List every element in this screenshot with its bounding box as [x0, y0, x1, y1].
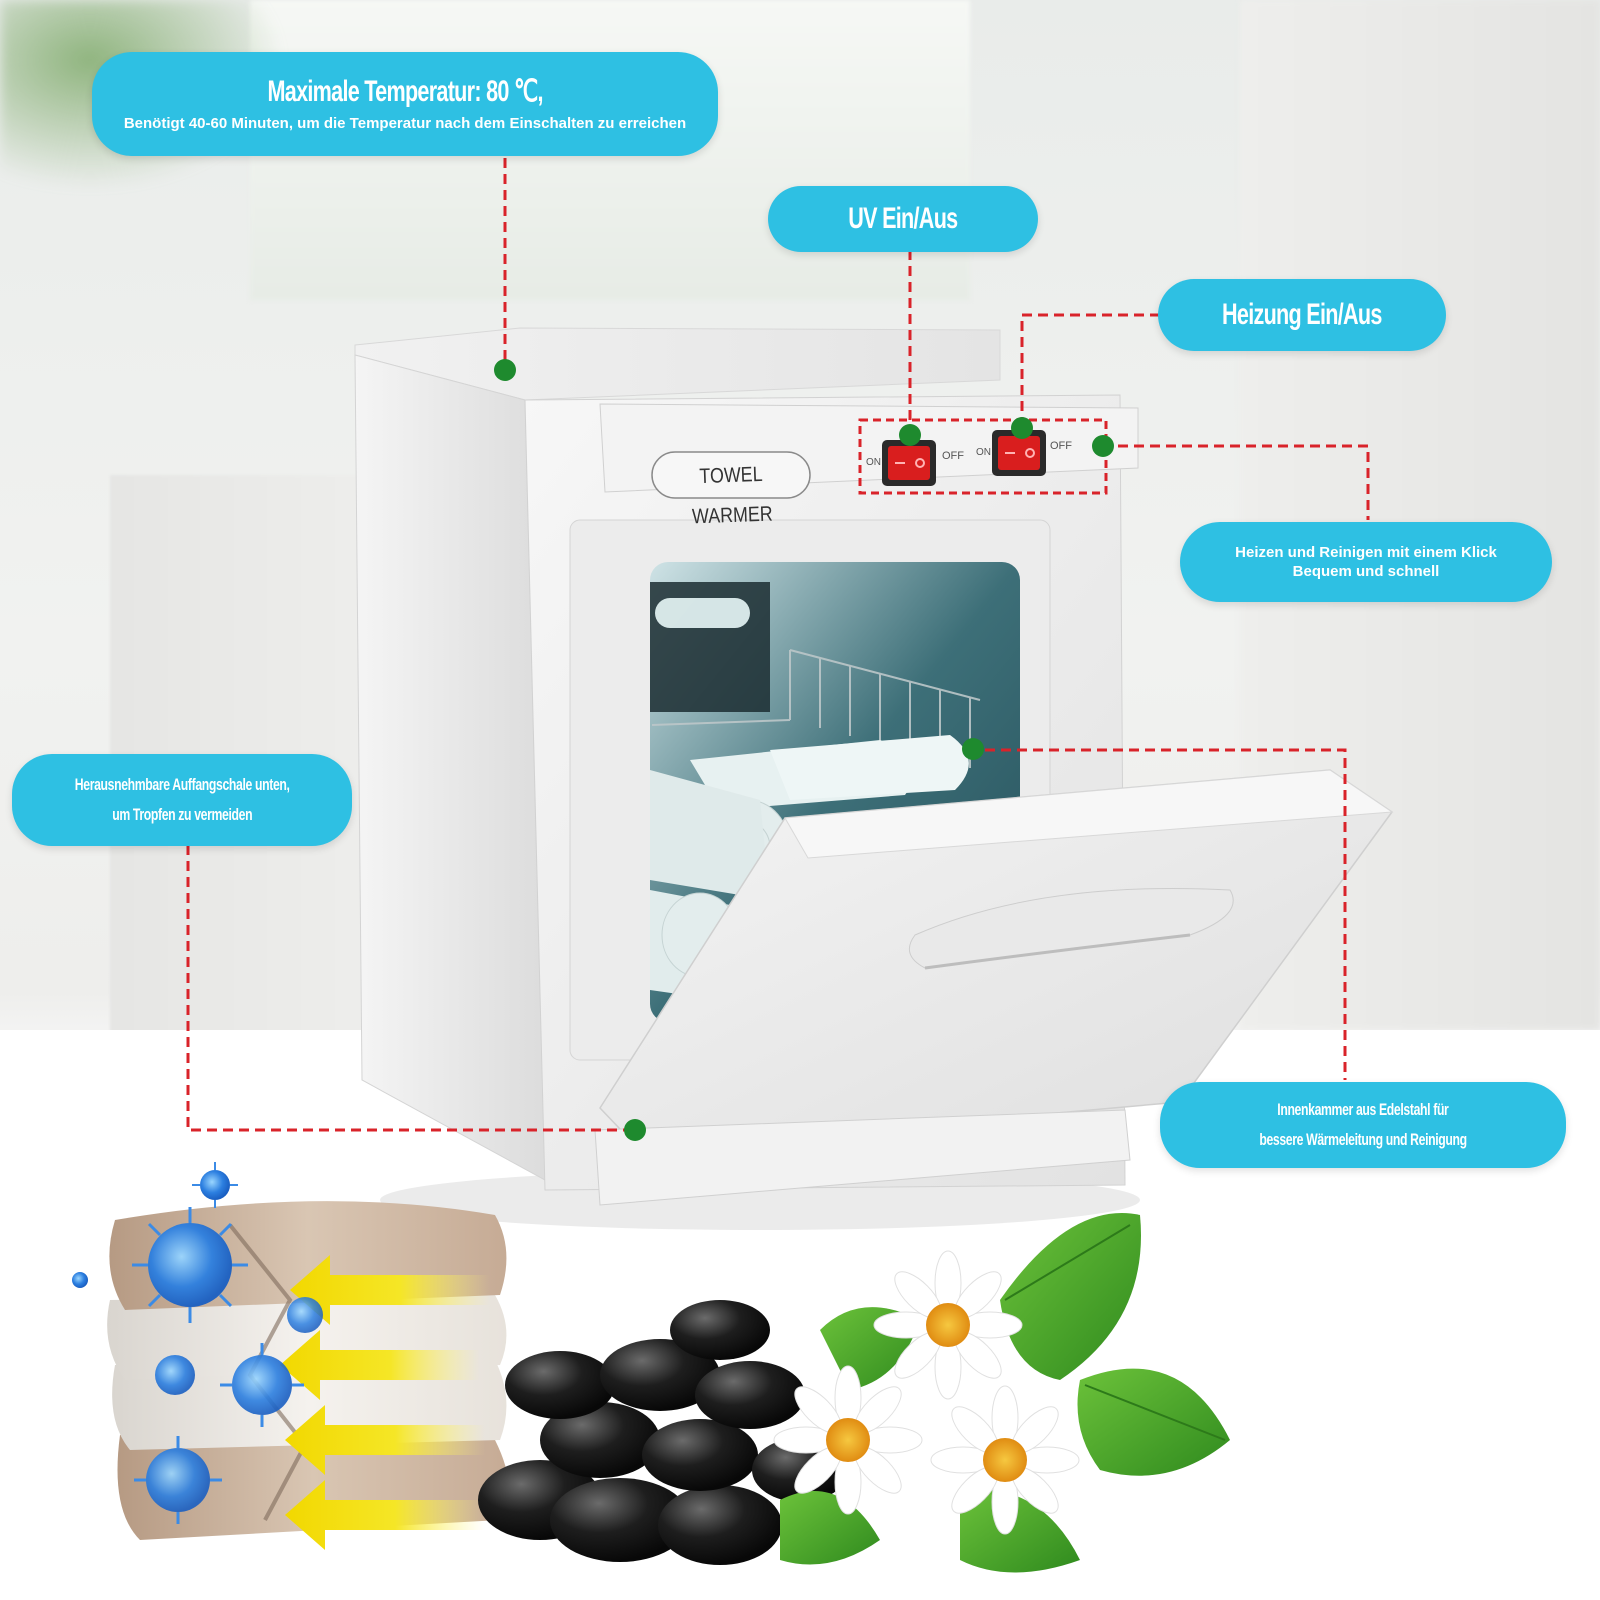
callout-stainless-chamber: Innenkammer aus Edelstahl für bessere Wä… — [1160, 1082, 1566, 1168]
callout-drip-tray: Herausnehmbare Auffangschale unten, um T… — [12, 754, 352, 846]
uv-switch-title: UV Ein/Aus — [848, 202, 958, 235]
uv-switch-on-label: ON — [866, 457, 881, 468]
green-leaves — [780, 1213, 1230, 1573]
callout-uv-switch: UV Ein/Aus — [768, 186, 1038, 252]
one-click-line2: Bequem und schnell — [1292, 563, 1440, 580]
uv-power-switch[interactable] — [882, 440, 936, 486]
stainless-line1: Innenkammer aus Edelstahl für — [1277, 1100, 1449, 1119]
max-temp-subtitle: Benötigt 40-60 Minuten, um die Temperatu… — [123, 115, 687, 132]
uv-lamp — [655, 598, 750, 628]
uv-switch-off-label: OFF — [942, 450, 964, 462]
drip-tray — [594, 1109, 1131, 1206]
max-temp-title: Maximale Temperatur: 80 ℃, — [267, 75, 543, 108]
heat-switch-off-label: OFF — [1050, 440, 1072, 452]
callout-max-temperature: Maximale Temperatur: 80 ℃, Benötigt 40-6… — [92, 52, 718, 156]
device-label: TOWEL WARMER — [691, 462, 774, 529]
drip-tray-line1: Herausnehmbare Auffangschale unten, — [74, 775, 290, 794]
heat-power-switch[interactable] — [992, 430, 1046, 476]
label-badge — [651, 451, 811, 499]
one-click-line1: Heizen und Reinigen mit einem Klick — [1235, 544, 1497, 561]
daisy-flowers — [773, 1250, 1080, 1535]
stainless-line2: bessere Wärmeleitung und Reinigung — [1259, 1130, 1467, 1149]
bacteria-icons — [72, 1162, 323, 1524]
warming-arrows — [280, 1255, 490, 1550]
callout-one-click: Heizen und Reinigen mit einem Klick Bequ… — [1180, 522, 1552, 602]
callout-heat-switch: Heizung Ein/Aus — [1158, 279, 1446, 351]
drip-tray-line2: um Tropfen zu vermeiden — [112, 805, 252, 824]
heat-switch-on-label: ON — [976, 447, 991, 458]
heat-switch-title: Heizung Ein/Aus — [1222, 298, 1382, 331]
